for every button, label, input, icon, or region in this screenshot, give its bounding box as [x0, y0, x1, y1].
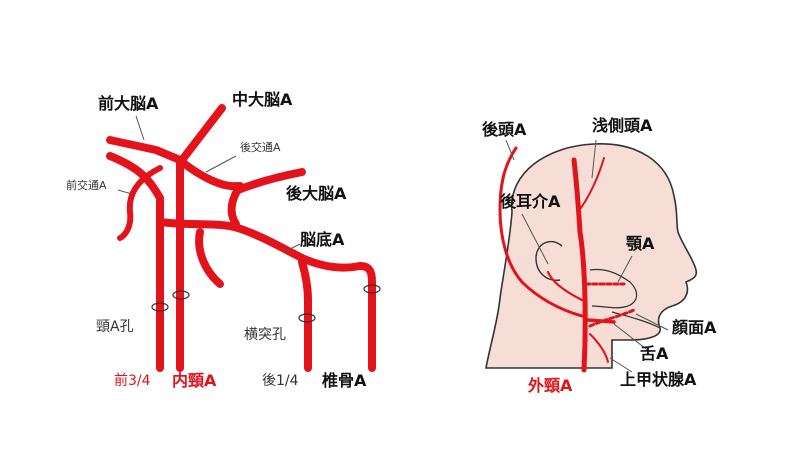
pointer-lingual [613, 323, 651, 353]
transverse-foramen-ring-1 [298, 313, 316, 323]
label-basilar: 脳底A [300, 230, 345, 249]
carotid-foramen-ring-2 [172, 290, 190, 300]
external-carotid-vessel [571, 157, 588, 373]
vertebral-left-vessel [298, 258, 312, 372]
posterior-cerebral-curve [227, 182, 244, 228]
pointer-maxillary [617, 255, 633, 283]
head-profile [485, 143, 698, 369]
label-posterior-cerebral: 後大脳A [286, 184, 347, 203]
carotid-foramen-ring-1 [151, 302, 169, 312]
right-pointer-lines [505, 139, 669, 373]
label-maxillary: 顎A [626, 234, 655, 253]
pointer-anterior-cerebral [135, 115, 145, 141]
jaw-outline [589, 268, 638, 309]
label-vertebral: 椎骨A [322, 371, 367, 390]
circle-of-willis [106, 104, 376, 372]
superior-thyroid-vessel [589, 333, 609, 363]
ear-outline [535, 240, 563, 281]
label-external-carotid: 外頸A [528, 376, 573, 395]
label-facial: 顔面A [672, 318, 717, 337]
posterior-auricular-vessel [546, 270, 584, 302]
left-pointer-lines [117, 115, 301, 253]
occipital-vessel [498, 146, 584, 318]
external-carotid-branches [498, 146, 636, 373]
anterior-cerebral-branch-lower [106, 152, 164, 202]
label-anterior-communicating: 前交通A [66, 179, 107, 192]
pointer-posterior-communicating [205, 155, 237, 173]
label-posterior-communicating: 後交通A [240, 141, 281, 154]
vertebral-right-vessel [356, 262, 376, 372]
middle-cerebral-vessel [178, 104, 226, 164]
label-occipital: 後頭A [482, 120, 527, 139]
pointer-facial [635, 313, 669, 331]
head-outline [485, 143, 698, 369]
label-lingual: 舌A [640, 344, 669, 363]
label-posterior-auricular: 後耳介A [500, 192, 561, 211]
label-superior-thyroid: 上甲状腺A [620, 370, 697, 389]
label-transverse-foramen: 横突孔 [244, 327, 286, 343]
transverse-foramen-ring-2 [363, 284, 381, 294]
anterior-cerebral-branch [106, 136, 184, 164]
foramen-rings [151, 284, 381, 323]
neck-outline [611, 311, 661, 329]
lingual-vessel [586, 318, 616, 324]
facial-vessel [588, 308, 636, 328]
pointer-basilar [283, 243, 301, 253]
label-front-fraction: 前3/4 [114, 373, 151, 389]
pointer-anterior-communicating [117, 189, 133, 195]
pointer-occipital [505, 139, 515, 161]
superficial-temporal-branch [577, 157, 605, 213]
basilar-branch-lower [195, 228, 224, 288]
pointer-superior-thyroid [609, 357, 633, 373]
label-superficial-temporal: 浅側頭A [592, 116, 653, 135]
anterior-communicating-loop [117, 165, 163, 241]
basilar-branch-upper [156, 218, 364, 272]
label-rear-fraction: 後1/4 [262, 373, 299, 389]
posterior-communicating-vessel [178, 158, 242, 191]
label-carotid-foramen: 頸A孔 [96, 319, 134, 335]
label-anterior-cerebral: 前大脳A [98, 94, 159, 113]
pointer-superficial-temporal [591, 139, 597, 179]
label-internal-carotid: 内頸A [172, 371, 217, 390]
pointer-posterior-auricular [521, 213, 549, 265]
posterior-cerebral-vessel [234, 168, 306, 194]
label-middle-cerebral: 中大脳A [232, 90, 293, 109]
